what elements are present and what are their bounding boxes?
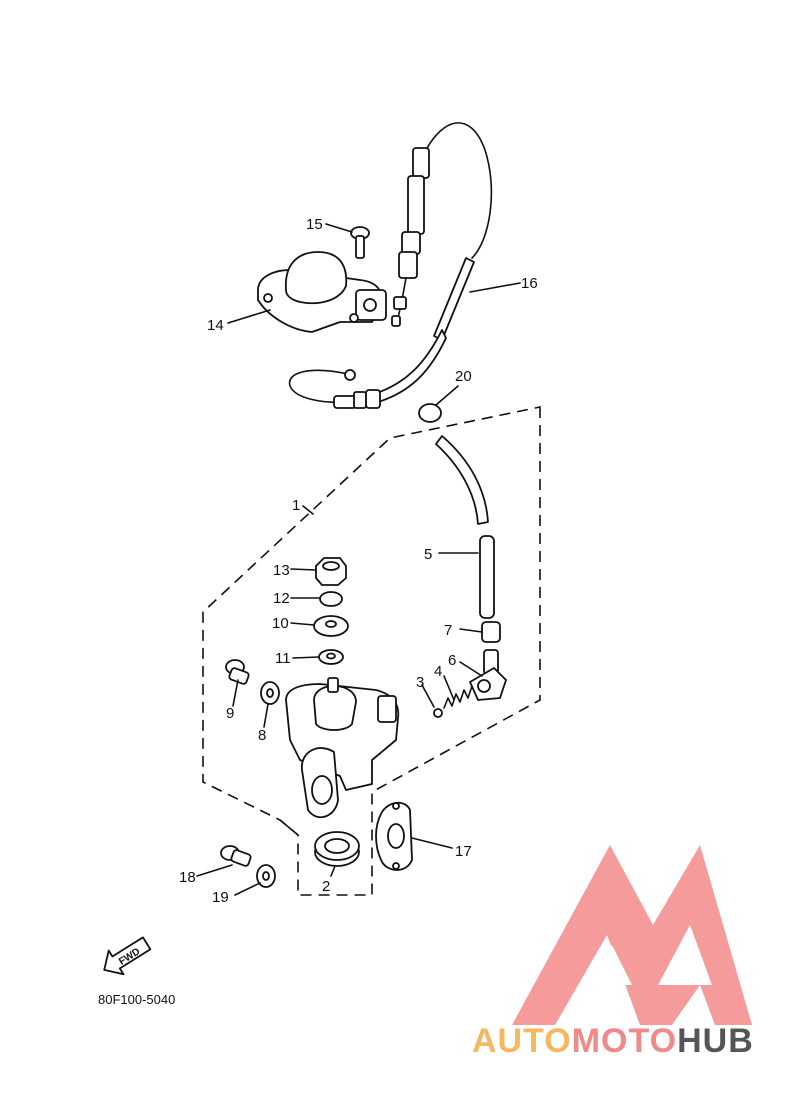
lower-washer [256,864,276,888]
thrust-washer [318,649,344,665]
check-valve-ball [433,708,443,718]
callout-20: 20 [455,368,472,385]
callout-10: 10 [272,615,289,632]
nut [315,557,347,586]
callout-4: 4 [434,663,442,680]
callout-3: 3 [416,674,424,691]
lower-bolt [220,845,252,867]
brand-auto: AUTO [472,1022,572,1060]
pump-body [285,677,400,819]
assembly-leader [279,819,299,836]
watermark-brand: AUTOMOTOHUB [472,1022,754,1060]
svg-text:AUTOMOTOHUB: AUTOMOTOHUB [472,1022,754,1060]
drawing-code: 80F100-5040 [98,992,175,1007]
grommet [418,403,442,423]
callout-9: 9 [226,705,234,722]
brand-hub: HUB [677,1022,754,1060]
callout-13: 13 [273,562,290,579]
oil-hose [435,435,495,619]
callout-15: 15 [306,216,323,233]
callout-17: 17 [455,843,472,860]
callout-5: 5 [424,546,432,563]
callout-18: 18 [179,869,196,886]
callout-1: 1 [292,497,300,514]
callout-2: 2 [322,878,330,895]
callout-19: 19 [212,889,229,906]
gasket [375,801,413,871]
callout-12: 12 [273,590,290,607]
leader-lines [196,223,521,896]
hose-clip [481,621,501,643]
pump-cover [257,251,387,333]
callout-11: 11 [275,650,291,667]
callout-8: 8 [258,727,266,744]
lock-washer [319,591,343,607]
flat-washer [313,615,349,637]
cable-assembly [288,122,493,409]
outlet-fitting [469,649,507,701]
callout-14: 14 [207,317,224,334]
bolt-washer [260,681,280,705]
callout-16: 16 [521,275,538,292]
fwd-arrow-icon: FWD [103,936,152,976]
watermark-logo [512,845,752,1025]
check-valve-spring [443,685,473,709]
oil-seal [314,831,360,867]
callout-labels: 15 14 16 20 1 5 13 12 10 7 11 6 4 3 9 8 … [179,216,538,906]
cover-screw [350,226,370,259]
brand-moto: MOTO [572,1022,677,1060]
callout-6: 6 [448,652,456,669]
callout-7: 7 [444,622,452,639]
